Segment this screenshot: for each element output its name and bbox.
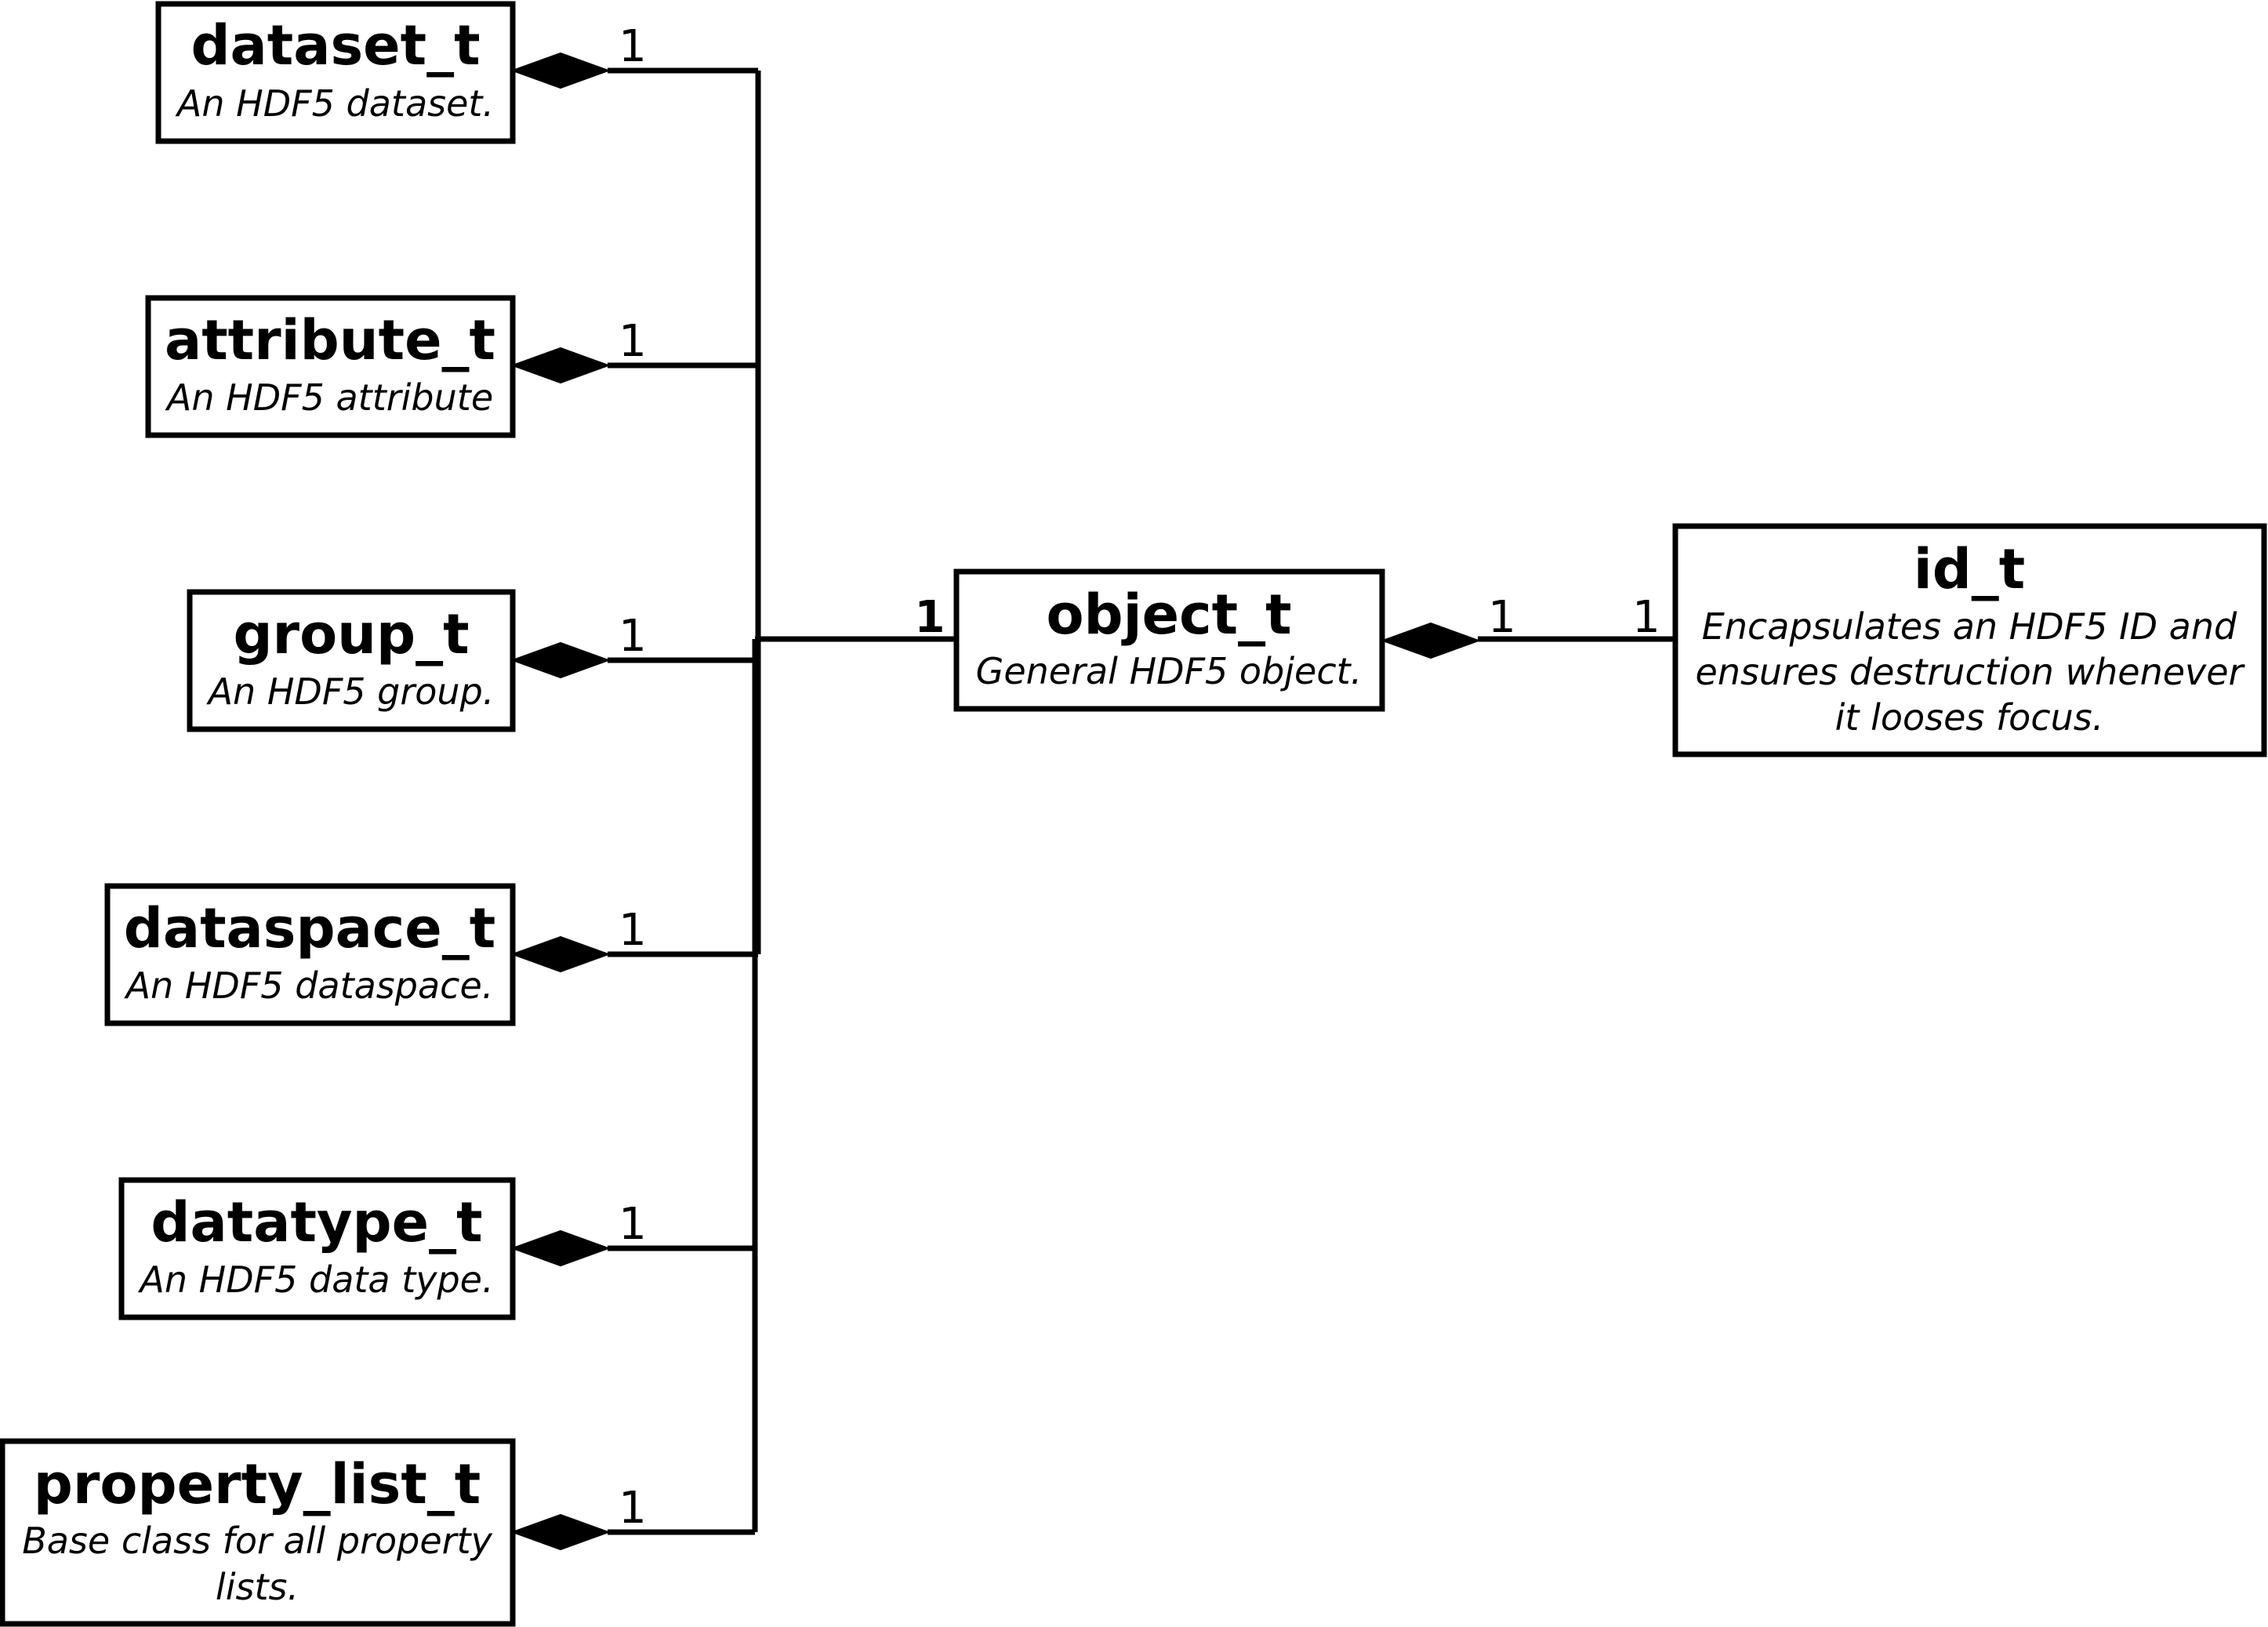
property-list-multiplicity: 1 [619,1483,647,1534]
box-description-line-1: Base class for all property [22,1520,492,1562]
box-description: An HDF5 group. [206,670,495,713]
dataset-multiplicity: 1 [619,21,647,72]
box-description: An HDF5 attribute [165,376,493,419]
dataset-diamond-icon [510,52,611,89]
dataspace-diamond-icon [510,935,611,973]
box-description: An HDF5 data type. [137,1258,493,1301]
group-multiplicity: 1 [619,611,647,662]
box-group: group_t An HDF5 group. [187,589,516,732]
box-id: id_t Encapsulates an HDF5 ID and ensures… [1672,523,2267,757]
box-dataset: dataset_t An HDF5 dataset. [155,1,516,144]
box-attribute: attribute_t An HDF5 attribute [145,295,516,438]
box-dataspace: dataspace_t An HDF5 dataspace. [104,883,516,1026]
datatype-diamond-icon [510,1229,611,1267]
box-datatype: datatype_t An HDF5 data type. [118,1177,516,1320]
box-description: An HDF5 dataspace. [124,964,494,1007]
id-left-multiplicity: 1 [1632,592,1660,643]
box-description-line-1: Encapsulates an HDF5 ID and [1702,605,2237,648]
property-list-diamond-icon [510,1513,611,1551]
box-title: group_t [233,602,469,666]
box-title: property_list_t [34,1452,481,1516]
box-description: An HDF5 dataset. [175,82,494,125]
connectors [608,67,1675,1535]
box-property-list: property_list_t Base class for all prope… [0,1438,516,1627]
attribute-diamond-icon [510,347,611,384]
box-description-line-2: ensures destruction whenever [1696,651,2246,693]
box-object: object_t General HDF5 object. [953,568,1385,712]
datatype-multiplicity: 1 [619,1199,647,1250]
box-title: object_t [1046,583,1291,647]
group-diamond-icon [510,641,611,679]
box-title: id_t [1914,537,2026,601]
object-right-multiplicity: 1 [1488,592,1516,643]
box-title: dataspace_t [124,896,495,961]
box-title: attribute_t [165,308,495,372]
attribute-multiplicity: 1 [619,316,647,367]
multiplicity-labels: 1 1 1 1 1 1 1 1 1 [619,21,1660,1534]
box-description-line-2: lists. [216,1566,299,1608]
box-description-line-3: it looses focus. [1835,696,2104,739]
box-title: dataset_t [191,13,480,78]
box-title: datatype_t [151,1190,482,1255]
object-left-multiplicity: 1 [915,592,945,643]
box-description: General HDF5 object. [976,650,1363,692]
dataspace-multiplicity: 1 [619,905,647,956]
object-diamond-icon [1381,622,1481,659]
diamonds [510,52,1481,1551]
